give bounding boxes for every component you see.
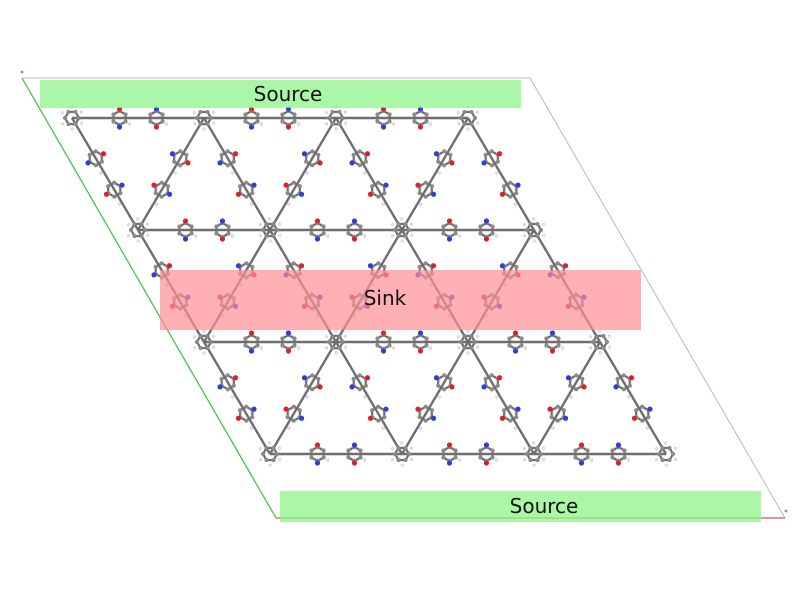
linker-3 [202,117,272,231]
linker-8 [466,117,536,231]
linker-28 [598,341,668,455]
linker-12 [270,218,402,242]
node-33 [60,105,84,131]
linker-31 [402,442,534,466]
region-bands: Source Sink Source [40,80,761,522]
node-46 [390,441,414,467]
cell-origin-marker [20,70,24,74]
node-36 [456,105,480,131]
linker-24 [268,341,338,455]
node-44 [588,329,612,355]
node-40 [522,217,546,243]
linker-15 [402,218,534,242]
linker-9 [400,117,470,231]
node-39 [390,217,414,243]
linker-1 [70,117,140,231]
node-45 [258,441,282,467]
linker-20 [204,330,336,354]
linker-10 [138,218,270,242]
linker-23 [334,341,404,455]
cell-edge-right [529,77,786,519]
linker-4 [136,117,206,231]
node-48 [654,441,678,467]
source-label-bottom: Source [510,494,579,518]
linker-26 [466,341,536,455]
linker-0 [72,106,204,130]
linker-2 [204,106,336,130]
sink-band [160,270,641,330]
linker-21 [202,341,272,455]
node-38 [258,217,282,243]
node-47 [522,441,546,467]
source-band-bottom [280,491,761,522]
linker-32 [534,442,666,466]
node-35 [324,105,348,131]
node-37 [126,217,150,243]
linker-7 [268,117,338,231]
linker-25 [468,330,600,354]
cell-corner-marker [784,509,788,513]
molecular-framework [60,105,678,467]
node-43 [456,329,480,355]
linker-29 [532,341,602,455]
linker-27 [400,341,470,455]
source-band-top [40,80,521,108]
node-42 [324,329,348,355]
linker-6 [334,117,404,231]
source-label-top: Source [254,82,323,106]
cell-edge-b-axis [21,77,277,519]
linker-30 [270,442,402,466]
linker-5 [336,106,468,130]
sink-label: Sink [364,286,407,310]
node-41 [192,329,216,355]
linker-22 [336,330,468,354]
